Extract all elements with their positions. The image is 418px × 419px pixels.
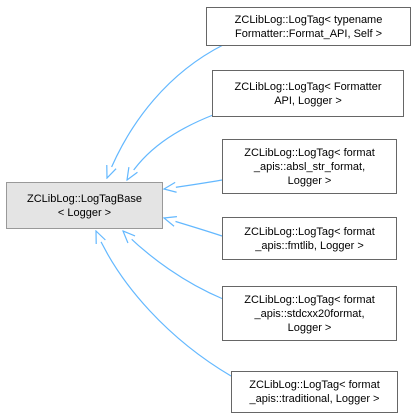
base-class-template-args: < Logger > <box>57 206 112 219</box>
derived-class-1-line-2: Formatter::Format_API, Self > <box>234 27 383 40</box>
edge-child-5 <box>123 231 224 300</box>
edge-child-3 <box>164 179 223 189</box>
derived-class-4-line-2: _apis::fmtlib, Logger > <box>255 239 364 252</box>
derived-class-4-line-1: ZCLibLog::LogTag< format <box>244 225 375 238</box>
edge-child-6 <box>96 231 232 377</box>
derived-class-6-line-2: _apis::traditional, Logger > <box>249 393 380 405</box>
derived-class-node-1[interactable]: ZCLibLog::LogTag< typename Formatter::Fo… <box>206 7 411 46</box>
derived-class-node-6[interactable]: ZCLibLog::LogTag< format _apis::traditio… <box>231 371 398 413</box>
derived-class-node-4[interactable]: ZCLibLog::LogTag< format _apis::fmtlib, … <box>222 217 397 260</box>
derived-class-node-5[interactable]: ZCLibLog::LogTag< format _apis::stdcxx20… <box>222 286 397 341</box>
derived-class-3-line-1: ZCLibLog::LogTag< format <box>244 146 375 159</box>
derived-class-2-line-1: ZCLibLog::LogTag< Formatter <box>234 80 382 93</box>
edge-child-4 <box>164 218 223 237</box>
derived-class-node-2[interactable]: ZCLibLog::LogTag< Formatter API, Logger … <box>212 70 404 117</box>
derived-class-3-line-2: _apis::absl_str_format, <box>253 160 366 173</box>
derived-class-5-line-3: Logger > <box>287 321 332 334</box>
edge-child-2 <box>127 114 214 180</box>
derived-class-2-line-2: API, Logger > <box>274 94 342 107</box>
derived-class-6-line-1: ZCLibLog::LogTag< format <box>249 379 380 391</box>
derived-class-node-3[interactable]: ZCLibLog::LogTag< format _apis::absl_str… <box>222 139 397 194</box>
derived-class-1-line-1: ZCLibLog::LogTag< typename <box>234 13 383 26</box>
edge-child-1 <box>107 44 224 178</box>
derived-class-5-line-1: ZCLibLog::LogTag< format <box>244 293 375 306</box>
base-class-name: ZCLibLog::LogTagBase <box>27 192 142 205</box>
derived-class-5-line-2: _apis::stdcxx20format, <box>254 307 365 320</box>
derived-class-3-line-3: Logger > <box>287 174 332 187</box>
base-class-node: ZCLibLog::LogTagBase < Logger > <box>6 182 163 229</box>
